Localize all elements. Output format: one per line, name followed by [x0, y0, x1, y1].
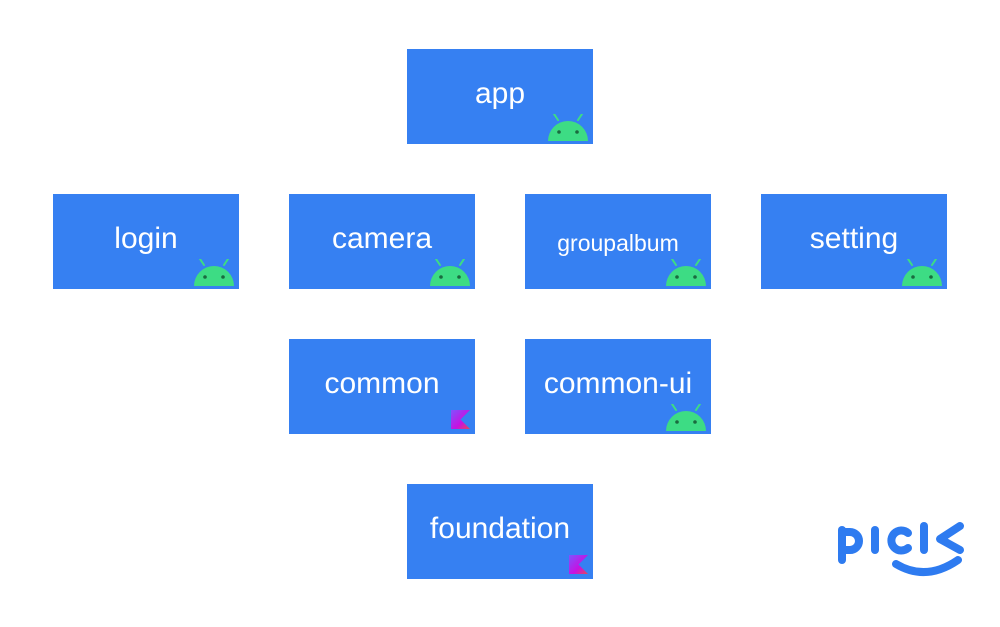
- module-common: common: [289, 339, 475, 434]
- module-foundation: foundation: [407, 484, 593, 579]
- module-label: login: [114, 222, 178, 255]
- module-camera: camera: [289, 194, 475, 289]
- module-groupalbum: groupalbum: [525, 194, 711, 289]
- android-icon: [193, 259, 235, 286]
- android-icon: [901, 259, 943, 286]
- android-icon: [547, 114, 589, 141]
- module-app: app: [407, 49, 593, 144]
- module-label: foundation: [429, 512, 571, 545]
- kotlin-icon: [569, 555, 588, 574]
- module-label: common: [324, 367, 440, 400]
- pick-logo: [836, 520, 968, 580]
- module-label: common-ui: [543, 367, 693, 400]
- module-common-ui: common-ui: [525, 339, 711, 434]
- android-icon: [429, 259, 471, 286]
- module-label: setting: [809, 222, 899, 255]
- android-icon: [665, 404, 707, 431]
- module-label: camera: [331, 222, 433, 255]
- module-label: app: [474, 77, 526, 110]
- module-login: login: [53, 194, 239, 289]
- module-label: groupalbum: [557, 230, 679, 256]
- android-icon: [665, 259, 707, 286]
- kotlin-icon: [451, 410, 470, 429]
- module-setting: setting: [761, 194, 947, 289]
